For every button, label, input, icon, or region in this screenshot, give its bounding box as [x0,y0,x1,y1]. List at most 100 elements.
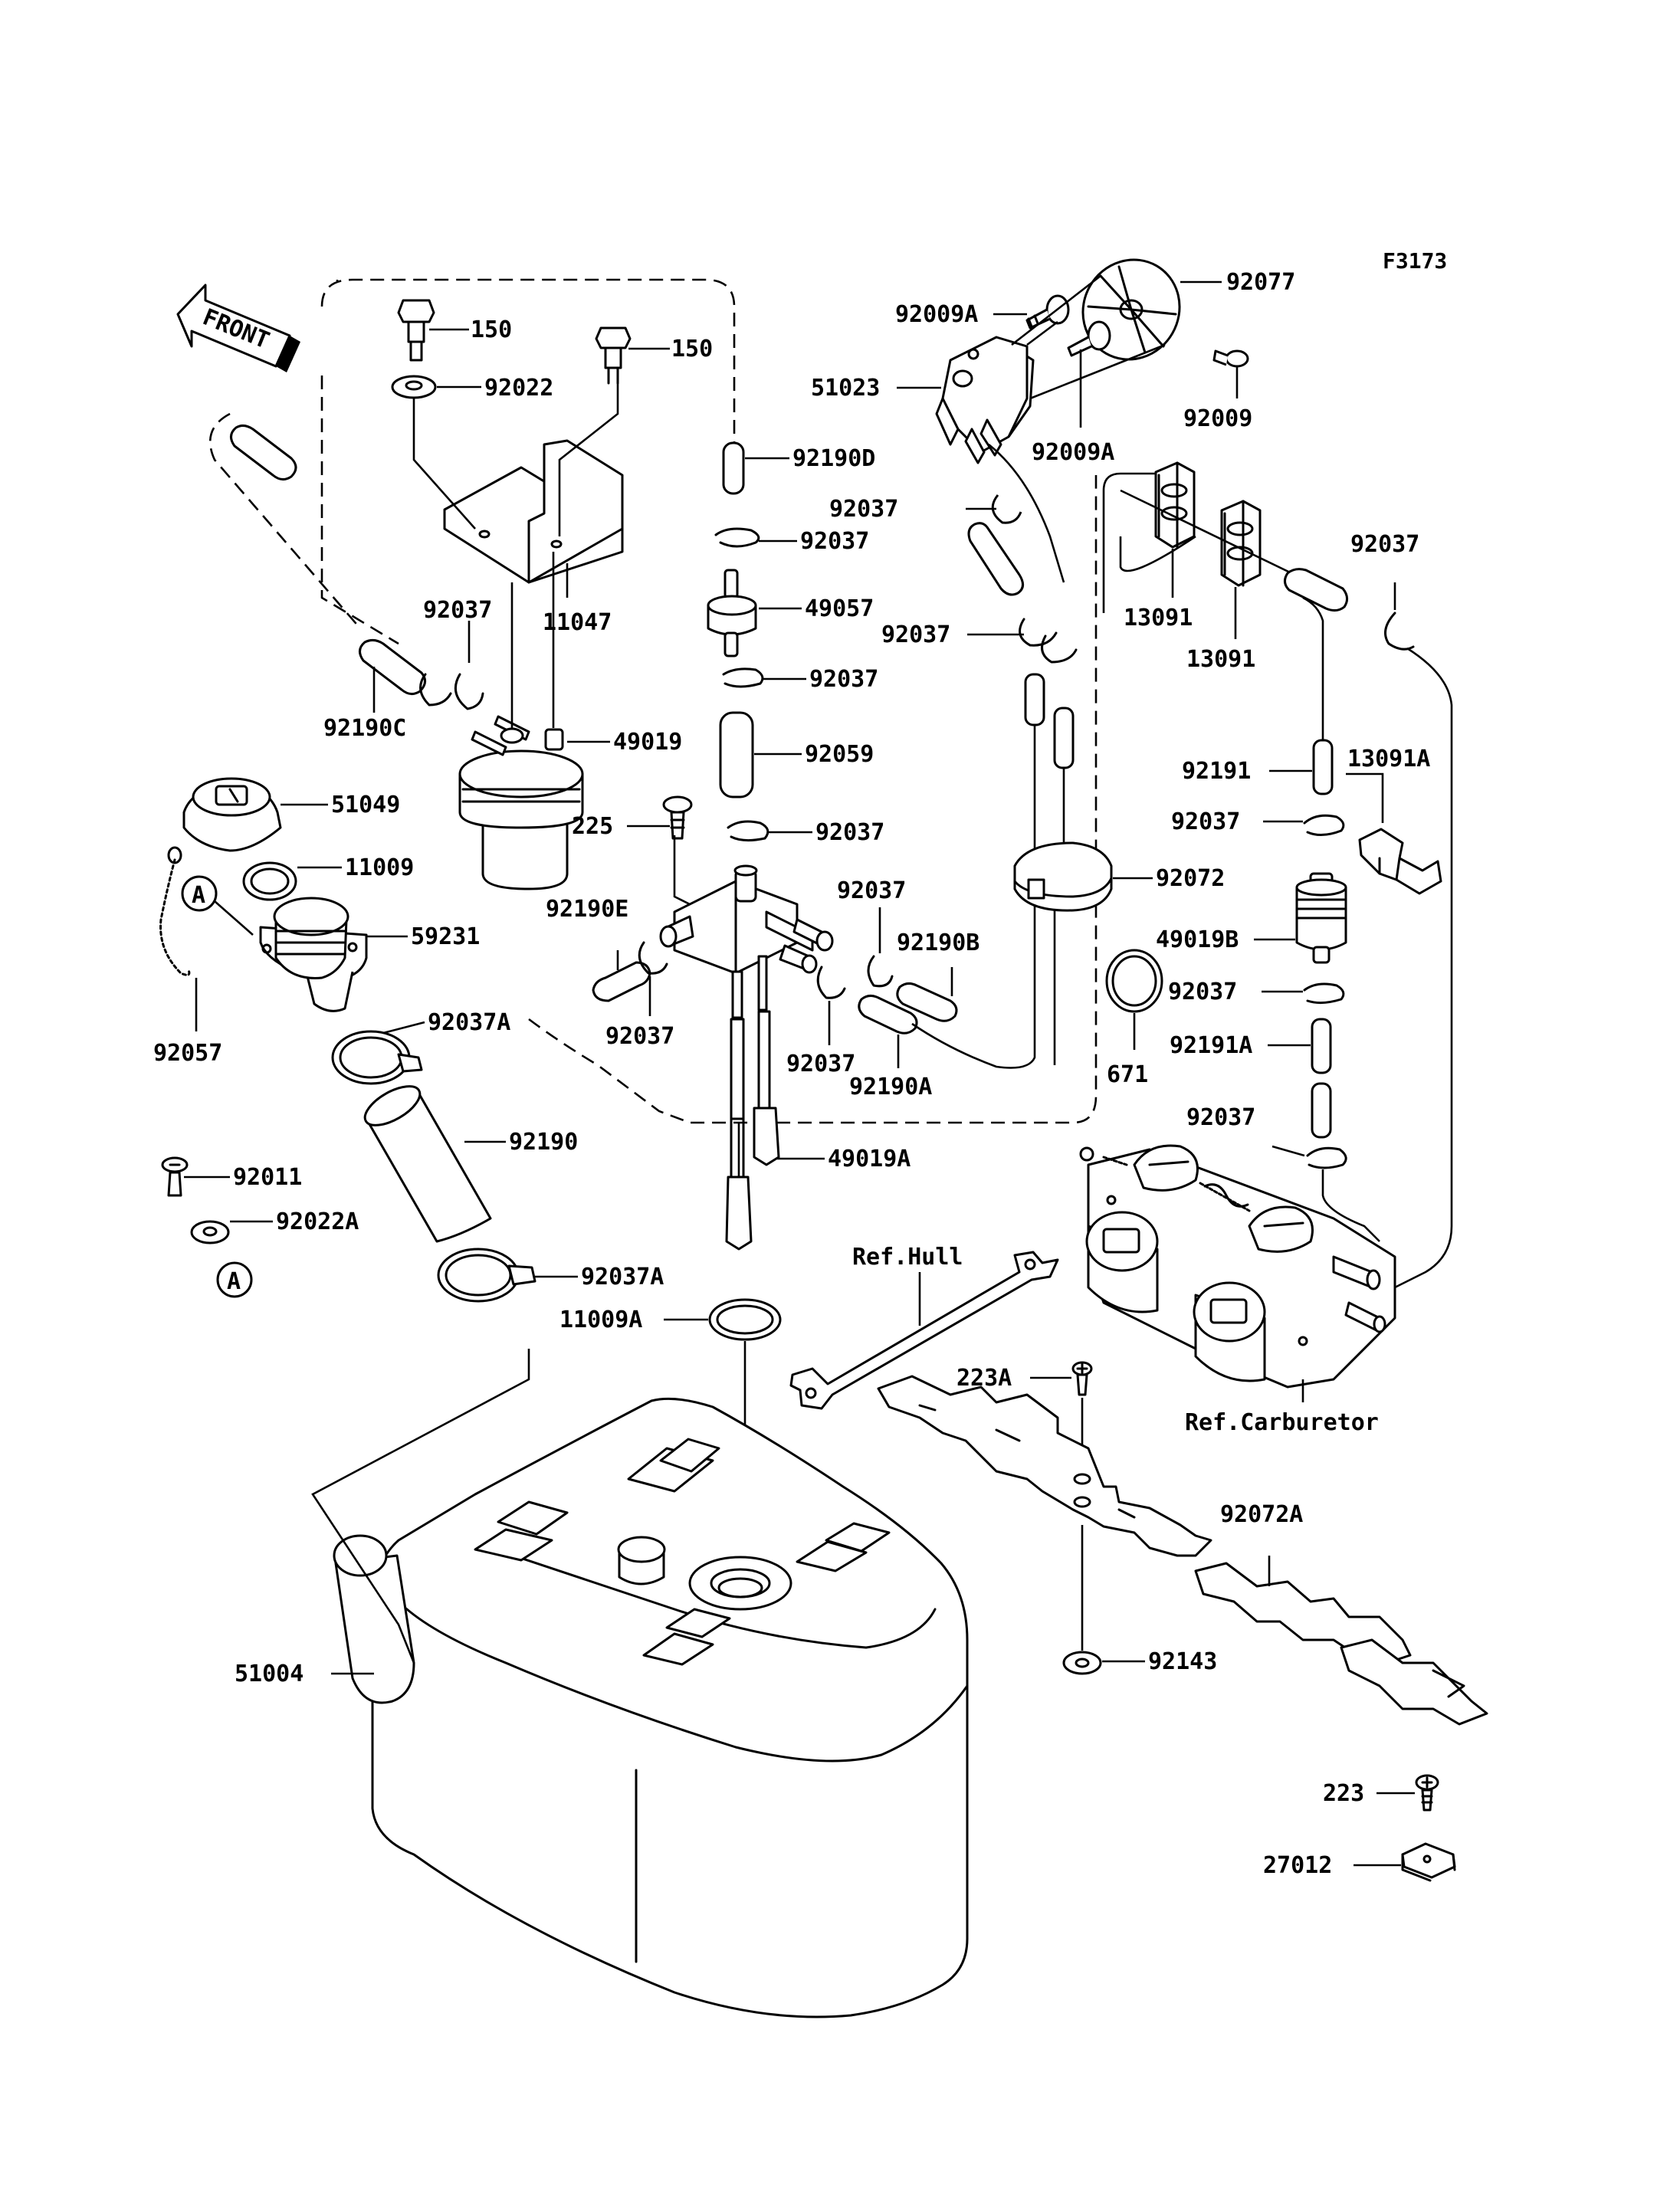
callout-27012: 27012 [1263,1852,1332,1879]
washer-92143 [1062,1651,1102,1675]
clip-92037-c2 [722,667,764,688]
callout-92037-r1: 92037 [829,496,898,523]
fuel-filter-49019 [458,715,584,890]
clamp-13091-left [1154,461,1196,549]
clip-92037-r4 [1303,814,1345,836]
fuel-valve-49019a [659,864,834,1251]
clamp-92037a-bottom [437,1248,536,1303]
filler-neck-59231 [259,897,368,1012]
hose-92190e [592,961,651,1002]
callout-671: 671 [1107,1061,1148,1088]
callout-223: 223 [1323,1780,1364,1807]
hose-92191a-top [1311,1018,1332,1074]
callout-51049: 51049 [331,792,400,818]
hose-92190 [363,1085,492,1243]
bolt-150-left [397,299,435,362]
group-frame-bottom [528,475,1098,1124]
callout-49057: 49057 [805,595,874,622]
carburetor-assembly [1079,1144,1396,1389]
callout-92009: 92009 [1183,405,1252,432]
callout-92022: 92022 [484,375,553,402]
callout-92011: 92011 [233,1164,302,1191]
callout-11009a: 11009A [559,1307,642,1333]
hose-92191 [1312,739,1334,795]
callout-92057: 92057 [153,1040,222,1067]
callout-92072: 92072 [1156,865,1225,892]
callout-51023: 51023 [811,375,880,402]
callout-92022a: 92022A [276,1208,359,1235]
callout-92037-r4: 92037 [1171,808,1240,835]
callout-92037-c3: 92037 [815,819,884,846]
callout-51004: 51004 [235,1661,304,1687]
hose-92190b [896,982,958,1022]
band-92072 [1013,841,1113,912]
clip-92037-fl-a [419,673,452,707]
figure-code: F3173 [1383,248,1447,274]
clamp-92037a-top [331,1030,423,1085]
hose-92059 [719,711,754,798]
bolt-150-right [595,326,632,385]
return-hose-line [1102,472,1173,613]
callout-13091a: 13091A [1347,746,1430,772]
oring-671 [1105,949,1163,1013]
hull-bracket [789,1251,1059,1410]
callout-92037-r3: 92037 [1350,531,1419,558]
reference-marker-a-top [181,875,218,912]
callout-150-right: 150 [671,336,713,362]
reference-marker-a-top-label: A [192,882,205,909]
strap-92072a [877,1375,1488,1726]
fuel-tank-51004 [333,1397,969,2018]
callout-92037-c6: 92037 [786,1051,855,1077]
washer-92022 [391,375,437,399]
clip-92037-r5 [1303,982,1345,1005]
clip-92037-c1 [714,527,760,548]
callout-92009a-top: 92009A [895,301,978,328]
callout-92191a: 92191A [1170,1032,1252,1059]
clip-92037-c5 [867,955,894,988]
group-frame-hose-left [208,412,361,629]
callout-92037-r5: 92037 [1168,979,1237,1005]
callout-11009: 11009 [345,854,414,881]
hose-92191a-bottom [1311,1082,1332,1139]
callout-92037-c5: 92037 [837,877,906,904]
callout-92037-c2: 92037 [809,666,878,693]
hose-92190a [858,994,918,1035]
callout-150-left: 150 [471,316,512,343]
clamp-13091-right [1220,500,1262,587]
hose-92190d [722,441,745,495]
clip-92037-r2b [1041,635,1078,664]
callout-92037-c4: 92037 [605,1023,674,1050]
reference-marker-a-bottom [216,1261,253,1298]
callout-92190a: 92190A [849,1074,932,1100]
fuel-pump-51023 [935,336,1035,464]
clip-92037-r1 [991,494,1022,524]
bolt-92009a-top [1025,294,1070,330]
inline-filter-49019b [1295,872,1347,964]
callout-59231: 59231 [411,923,480,950]
callout-92037a-bottom: 92037A [581,1264,664,1290]
clip-92037-fl-b [454,673,484,710]
callout-92037-fl: 92037 [423,597,492,624]
callout-92191: 92191 [1182,758,1251,785]
callout-92143: 92143 [1148,1648,1217,1675]
fuel-cap-51049 [182,777,282,852]
clip-92037-r3 [1384,612,1415,651]
screw-92009 [1212,349,1249,368]
screw-92011 [161,1156,189,1197]
callout-92072a: 92072A [1220,1501,1303,1528]
callout-223a: 223A [956,1365,1012,1392]
diaphragm-92077 [1081,258,1181,361]
clip-92037-c4 [638,941,668,975]
reference-marker-a-bottom-label: A [227,1268,241,1295]
screw-225 [662,795,693,840]
callout-92190e: 92190E [546,896,628,923]
callout-92059: 92059 [805,741,874,768]
callout-92077: 92077 [1226,269,1295,296]
callout-13091-left: 13091 [1124,605,1193,631]
callout-92037a-top: 92037A [428,1009,510,1036]
callout-92190: 92190 [509,1129,578,1156]
callout-ref-hull: Ref.Hull [852,1244,963,1271]
clip-27012 [1401,1842,1456,1882]
hose-return [1284,568,1348,612]
